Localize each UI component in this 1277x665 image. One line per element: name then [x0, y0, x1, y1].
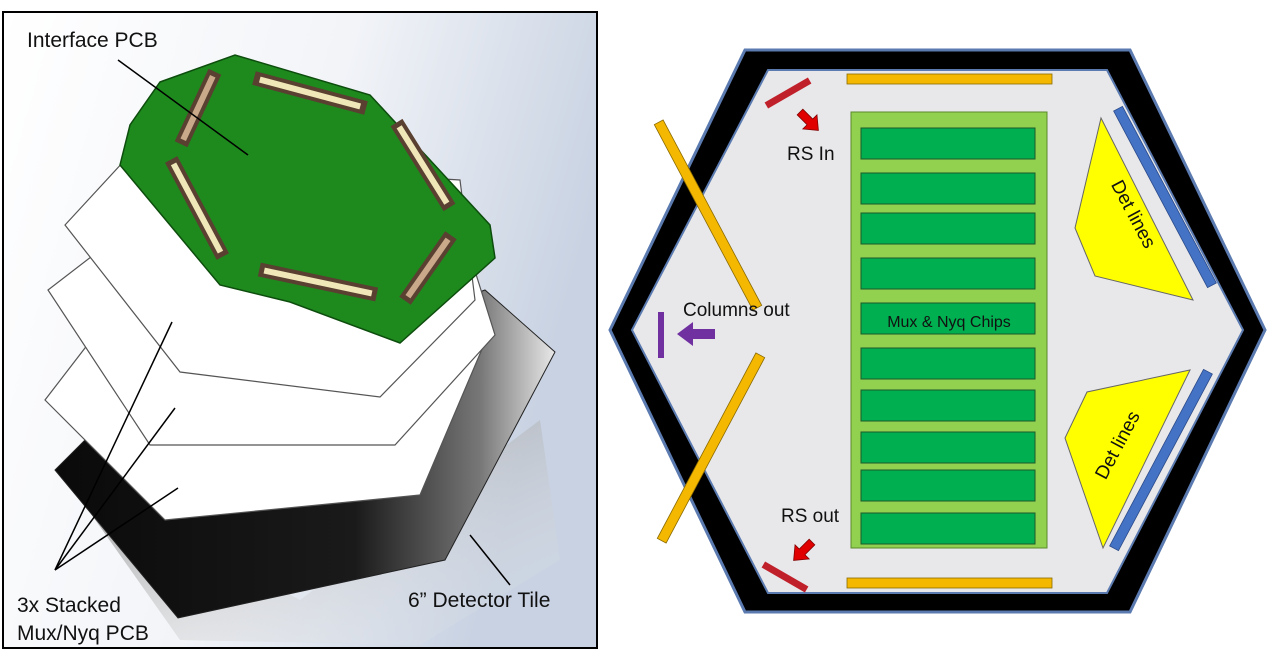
stack-rendering-svg: Interface PCB 3x Stacked Mux/Nyq PCB 6” … [2, 11, 598, 649]
chip-row [860, 127, 1036, 160]
rs-out-arrow [793, 538, 816, 561]
schematic-svg: Det lines Det lines Mux & Nyq Chips RS I… [608, 48, 1267, 614]
leader-lines [54, 59, 511, 586]
chip-row [860, 212, 1036, 245]
det-lines-bottom-shape [1064, 369, 1191, 550]
rs-bars [761, 77, 812, 593]
schematic-panel: Det lines Det lines Mux & Nyq Chips RS I… [605, 40, 1275, 620]
interface-pcb-label: Interface PCB [27, 29, 158, 52]
chip-row [860, 257, 1036, 290]
chip-row [860, 431, 1036, 464]
rs-out-label: RS out [781, 506, 840, 527]
chip-rows [860, 127, 1036, 545]
chip-row [860, 469, 1036, 502]
det-lines-top-shape [1074, 116, 1194, 301]
columns-out-arrow [677, 322, 715, 346]
chips-label: Mux & Nyq Chips [887, 314, 1011, 331]
chip-row [860, 512, 1036, 545]
connectors [164, 68, 457, 305]
chip-row [860, 172, 1036, 205]
rs-in-label: RS In [787, 144, 835, 165]
stacked-pcb-label-line2: Mux/Nyq PCB [17, 622, 149, 645]
stack-rendering-panel: Interface PCB 3x Stacked Mux/Nyq PCB 6” … [0, 0, 600, 660]
detector-tile-label: 6” Detector Tile [408, 589, 550, 612]
chip-row [860, 347, 1036, 380]
columns-out-bar [658, 312, 664, 358]
stacked-pcb-label-line1: 3x Stacked [17, 594, 121, 617]
chip-row [860, 302, 1036, 335]
columns-out-label: Columns out [683, 300, 790, 321]
rs-in-arrow [796, 108, 819, 131]
chip-row [860, 389, 1036, 422]
interface-pcb [119, 54, 496, 344]
orange-traces [653, 73, 1053, 589]
det-line-bars [1109, 105, 1217, 552]
